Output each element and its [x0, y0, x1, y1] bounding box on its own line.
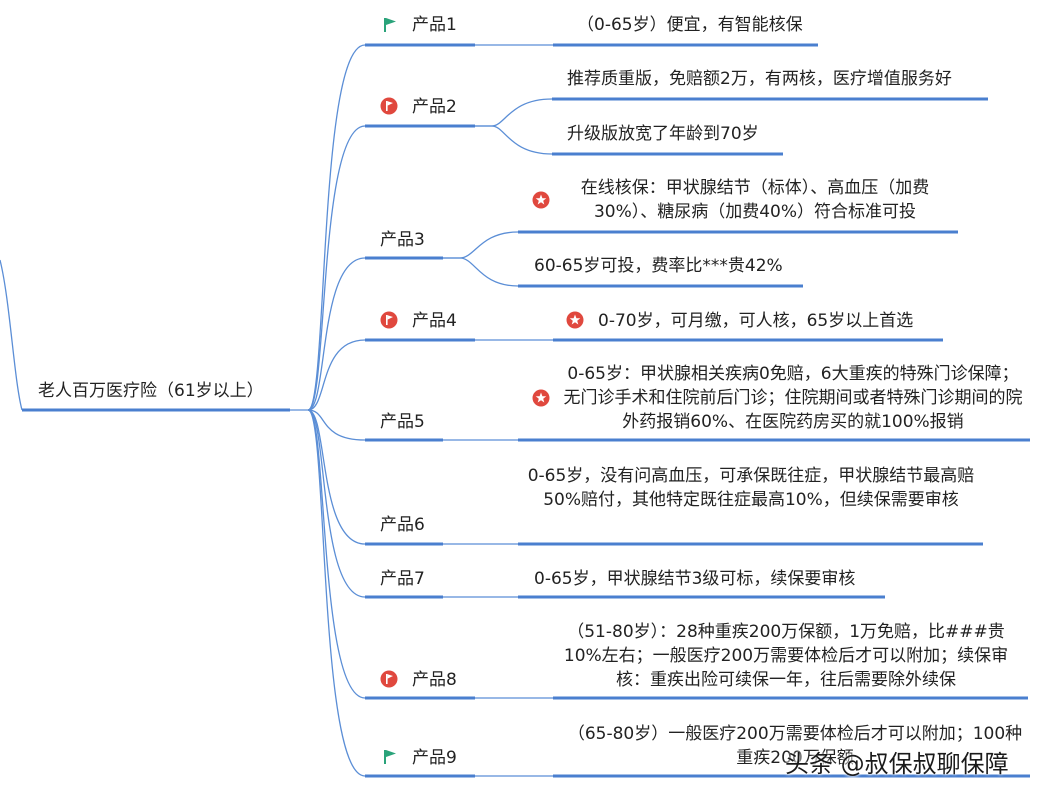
- red-star-icon: [532, 191, 550, 209]
- product-6-label[interactable]: 产品6: [380, 515, 425, 535]
- product-6-underline: [365, 542, 443, 546]
- product-9-label[interactable]: 产品9: [412, 748, 457, 768]
- product-5-detail-underline: [518, 438, 1030, 442]
- product-3-underline: [365, 256, 443, 260]
- product-9-underline: [365, 774, 475, 778]
- watermark-text: 头条 @叔保叔聊保障: [785, 750, 1009, 778]
- product-2-detail-2-underline: [552, 152, 783, 156]
- product-3-connector: [307, 257, 366, 411]
- product-5-label[interactable]: 产品5: [380, 412, 425, 432]
- product-8-connector: [307, 409, 366, 699]
- product-2-detail-1-underline: [552, 97, 988, 101]
- product-2-detail-1-connector: [475, 98, 553, 127]
- product-1-detail-underline: [553, 43, 818, 47]
- product-7-underline: [365, 595, 443, 599]
- underline-bars: [22, 43, 1030, 778]
- product-7-label[interactable]: 产品7: [380, 569, 425, 589]
- product-8-detail[interactable]: （51-80岁）：28种重疾200万保额，1万免赔，比###贵10%左右；一般医…: [563, 622, 1009, 690]
- product-3-detail-2[interactable]: 60-65岁可投，费率比***贵42%: [534, 256, 783, 276]
- product-5-underline: [365, 438, 443, 442]
- product-3-detail-1-connector: [443, 231, 519, 259]
- product-3-detail-2-connector: [443, 257, 519, 287]
- product-6-detail[interactable]: 0-65岁，没有问高血压，可承保既往症，甲状腺结节最高赔50%赔付，其他特定既往…: [527, 466, 975, 510]
- product-9-connector: [307, 409, 366, 777]
- product-7-detail[interactable]: 0-65岁，甲状腺结节3级可标，续保要审核: [534, 569, 856, 589]
- product-3-detail-2-underline: [518, 284, 803, 288]
- green-flag-icon: [384, 18, 396, 32]
- product-2-label[interactable]: 产品2: [412, 97, 457, 117]
- root-incoming-line: [0, 259, 23, 411]
- product-1-underline: [365, 43, 475, 47]
- connector-lines: [0, 44, 553, 777]
- product-4-detail-underline: [553, 338, 943, 342]
- product-4-underline: [365, 338, 475, 342]
- red-flag-icon: [380, 311, 398, 329]
- product-8-detail-underline: [553, 696, 1028, 700]
- red-star-icon: [532, 389, 550, 407]
- product-5-detail[interactable]: 0-65岁：甲状腺相关疾病0免赔，6大重疾的特殊门诊保障；无门诊手术和住院前后门…: [563, 364, 1023, 432]
- product-3-detail-1-underline: [518, 230, 958, 234]
- product-7-detail-underline: [518, 595, 885, 599]
- product-7-connector: [307, 409, 366, 598]
- product-2-detail-1[interactable]: 推荐质重版，免赔额2万，有两核，医疗增值服务好: [567, 69, 952, 89]
- product-4-label[interactable]: 产品4: [412, 311, 457, 331]
- product-8-label[interactable]: 产品8: [412, 670, 457, 690]
- product-4-connector: [307, 339, 366, 411]
- product-6-connector: [307, 409, 366, 545]
- product-6-detail-underline: [518, 542, 983, 546]
- red-flag-icon: [380, 97, 398, 115]
- product-2-connector: [307, 125, 366, 411]
- green-flag-icon: [384, 750, 396, 764]
- product-9-detail-underline: [553, 774, 1030, 778]
- product-1-label[interactable]: 产品1: [412, 15, 457, 35]
- product-1-detail[interactable]: （0-65岁）便宜，有智能核保: [577, 15, 803, 35]
- product-8-underline: [365, 696, 475, 700]
- product-2-detail-2-connector: [475, 125, 553, 155]
- root-underline: [22, 408, 290, 412]
- product-4-detail[interactable]: 0-70岁，可月缴，可人核，65岁以上首选: [598, 311, 914, 331]
- product-1-connector: [307, 44, 366, 411]
- product-2-underline: [365, 124, 475, 128]
- root-topic-label[interactable]: 老人百万医疗险（61岁以上）: [38, 381, 264, 401]
- product-3-detail-1[interactable]: 在线核保：甲状腺结节（标体）、高血压（加费30%）、糖尿病（加费40%）符合标准…: [580, 178, 930, 222]
- red-star-icon: [566, 311, 584, 329]
- product-3-label[interactable]: 产品3: [380, 230, 425, 250]
- product-2-detail-2[interactable]: 升级版放宽了年龄到70岁: [567, 124, 759, 144]
- product-9-detail[interactable]: （65-80岁）一般医疗200万需要体检后才可以附加；100种重疾200万保额: [567, 724, 1023, 768]
- product-5-connector: [307, 409, 366, 441]
- red-flag-icon: [380, 670, 398, 688]
